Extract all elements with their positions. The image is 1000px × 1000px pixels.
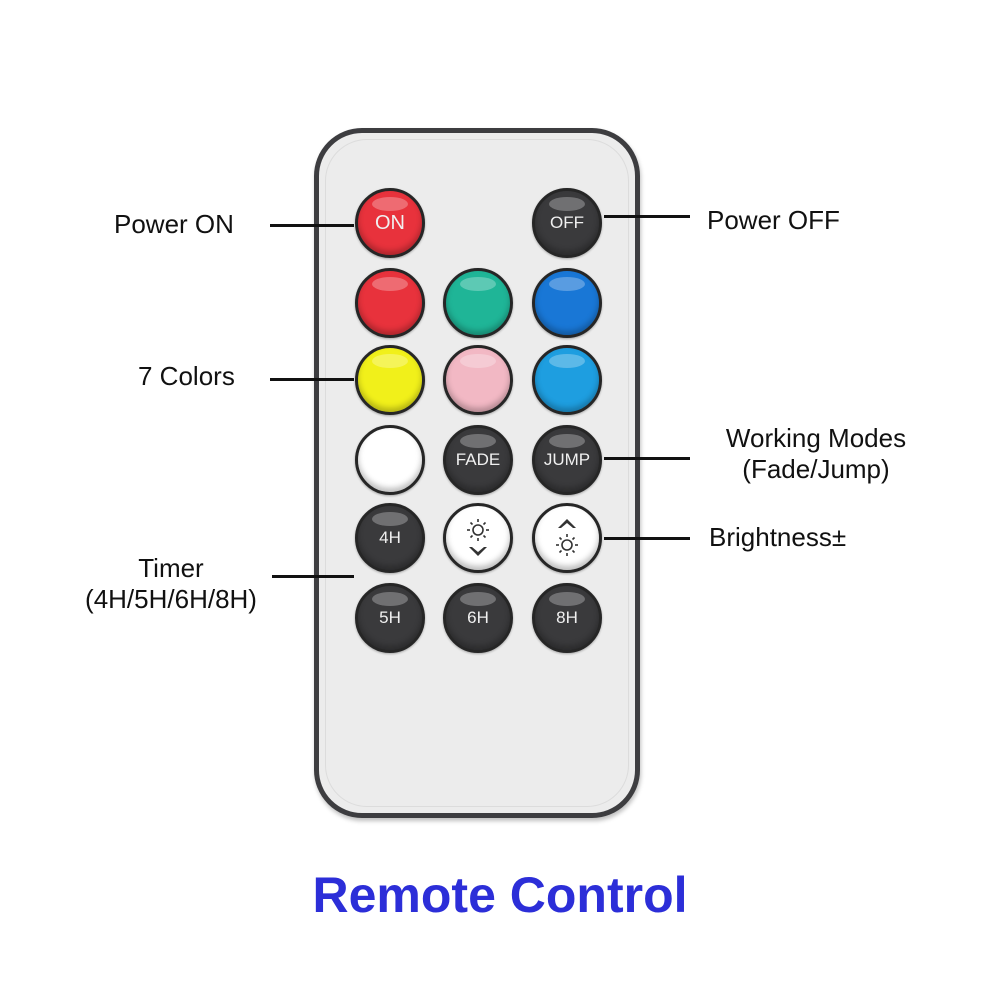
page-title: Remote Control	[312, 867, 688, 923]
power-off-leader-line	[604, 215, 690, 218]
timer-5h-button[interactable]: 5H	[355, 583, 425, 653]
working-modes-leader-line	[604, 457, 690, 460]
sun-arrow-up-icon	[556, 519, 578, 556]
fade-button[interactable]: FADE	[443, 425, 513, 495]
timer-line2: (4H/5H/6H/8H)	[85, 584, 257, 614]
color-white-button[interactable]	[355, 425, 425, 495]
color-teal-button[interactable]	[443, 268, 513, 338]
brightness-up-button[interactable]	[532, 503, 602, 573]
brightness-leader-line	[604, 537, 690, 540]
color-yellow-button[interactable]	[355, 345, 425, 415]
working-modes-line2: (Fade/Jump)	[742, 454, 890, 484]
power-off-label: Power OFF	[707, 205, 840, 235]
timer-8h-button[interactable]: 8H	[532, 583, 602, 653]
brightness-down-button[interactable]	[443, 503, 513, 573]
power-on-leader-line	[270, 224, 354, 227]
power-on-label: Power ON	[114, 209, 234, 239]
color-blue-button[interactable]	[532, 268, 602, 338]
timer-6h-button[interactable]: 6H	[443, 583, 513, 653]
power-off-button[interactable]: OFF	[532, 188, 602, 258]
timer-label: Timer (4H/5H/6H/8H)	[60, 553, 282, 615]
remote-control-body: ON OFF FADE JUMP 4H	[314, 128, 640, 818]
colors-label: 7 Colors	[138, 361, 235, 391]
power-on-button[interactable]: ON	[355, 188, 425, 258]
colors-leader-line	[270, 378, 354, 381]
timer-leader-line	[272, 575, 354, 578]
brightness-label: Brightness±	[709, 522, 847, 552]
working-modes-line1: Working Modes	[725, 423, 907, 453]
working-modes-label: Working Modes (Fade/Jump)	[706, 423, 926, 485]
jump-button[interactable]: JUMP	[532, 425, 602, 495]
sun-arrow-down-icon	[467, 519, 489, 556]
color-pink-button[interactable]	[443, 345, 513, 415]
color-red-button[interactable]	[355, 268, 425, 338]
timer-line1: Timer	[138, 553, 204, 583]
timer-4h-button[interactable]: 4H	[355, 503, 425, 573]
color-sky-blue-button[interactable]	[532, 345, 602, 415]
